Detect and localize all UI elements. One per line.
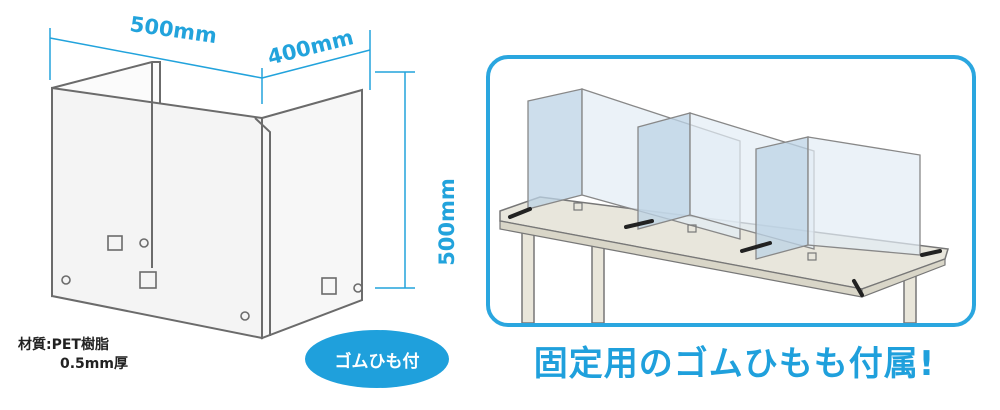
height-dimension-label: 500mm [434,178,459,266]
desk-illustration-frame [486,55,976,327]
accessory-caption: 固定用のゴムひもも付属! [533,344,936,384]
partition-panel-illustration [49,28,415,340]
material-line-1: 材質:PET樹脂 [18,337,109,353]
rubber-band-badge: ゴムひも付 [305,330,449,388]
material-line-2: 0.5mm厚 [60,356,128,372]
material-spec: 材質:PET樹脂 0.5mm厚 [18,336,128,374]
desk-with-partitions-illustration [499,88,949,323]
